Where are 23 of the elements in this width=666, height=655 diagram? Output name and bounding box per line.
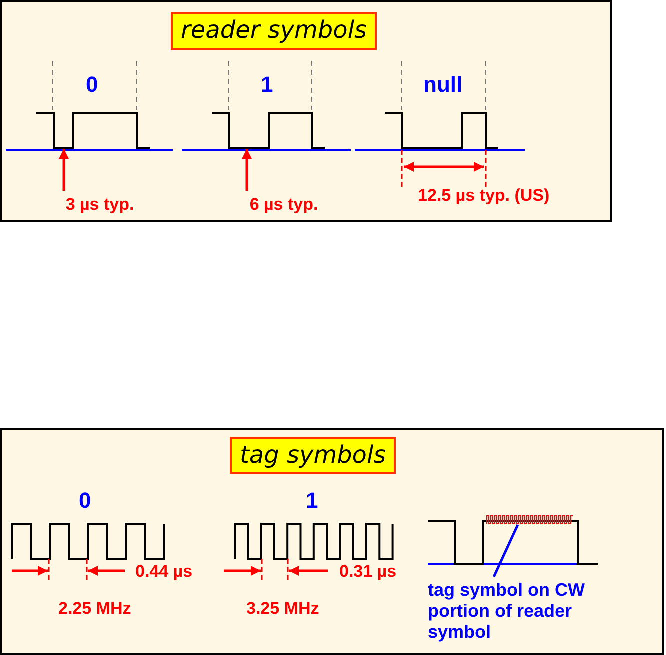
leader-line: [242, 149, 252, 191]
symbol-label: 0: [79, 488, 92, 514]
dimension-label: 0.31 µs: [340, 562, 397, 582]
reader-waveform: [36, 112, 150, 149]
symbol-label: 1: [306, 488, 318, 514]
leader-text: tag symbol on CW portion of reader symbol: [428, 580, 618, 643]
frequency-label: 2.25 MHz: [58, 599, 132, 619]
reader-waveform: [212, 112, 325, 149]
leader-line: [59, 149, 69, 191]
dimension-label: 12.5 µs typ. (US): [418, 186, 550, 206]
symbol-label: 0: [86, 72, 98, 98]
panel-background: [0, 0, 612, 222]
symbol-label: 1: [261, 72, 274, 98]
frequency-label: 3.25 MHz: [246, 599, 320, 619]
panel-background: [0, 428, 664, 655]
dimension-label: 0.44 µs: [136, 562, 193, 582]
leader-line: [492, 524, 520, 578]
annotation-text: 6 µs typ.: [232, 194, 336, 215]
panel-title: tag symbols: [230, 437, 396, 474]
symbol-label: null: [424, 72, 463, 98]
panel-title: reader symbols: [171, 12, 378, 50]
annotation-text: 3 µs typ.: [50, 194, 150, 215]
modulation-waveform: [486, 516, 574, 524]
